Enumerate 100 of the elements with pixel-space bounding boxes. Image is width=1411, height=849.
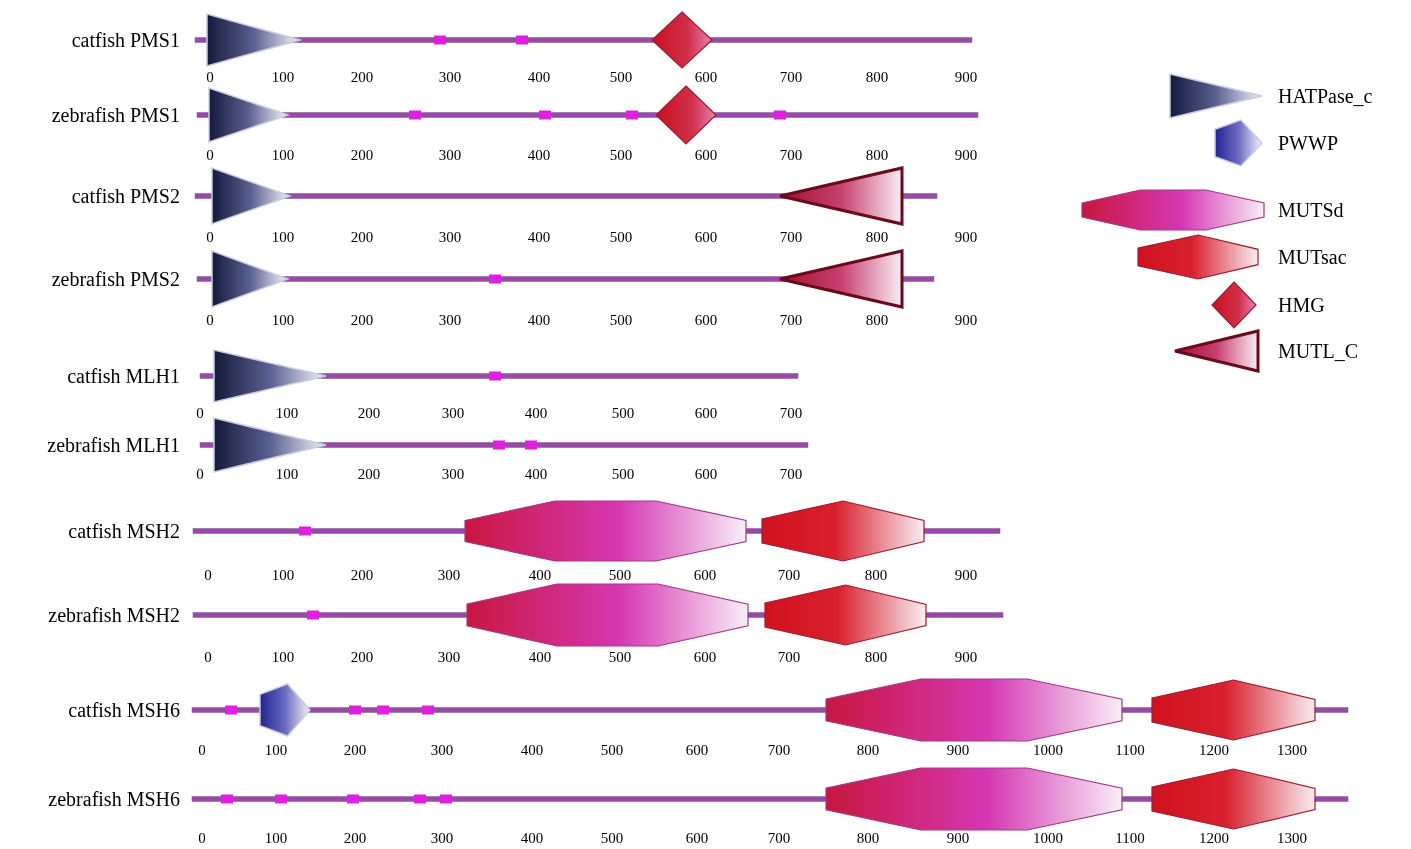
- axis-tick-label: 200: [350, 568, 374, 583]
- axis-tick-label: 600: [694, 148, 718, 163]
- axis-tick-label: 800: [865, 70, 889, 85]
- axis-tick-label: 400: [527, 313, 551, 328]
- axis-tick-label: 0: [198, 831, 206, 846]
- axis-tick-label: 300: [438, 148, 462, 163]
- axis-tick-label: 800: [864, 650, 888, 665]
- axis-tick-label: 0: [196, 467, 204, 482]
- axis-tick-label: 200: [357, 467, 381, 482]
- axis-tick-label: 0: [204, 568, 212, 583]
- protein-label: zebrafish MLH1: [47, 435, 180, 455]
- axis-tick-label: 700: [779, 406, 803, 421]
- axis-tick-label: 800: [864, 568, 888, 583]
- axis-tick-label: 400: [528, 650, 552, 665]
- legend-label: MUTL_C: [1278, 341, 1358, 361]
- axis-tick-label: 0: [206, 70, 214, 85]
- axis-tick-label: 500: [609, 313, 633, 328]
- axis-tick-label: 200: [350, 230, 374, 245]
- axis-tick-label: 600: [694, 467, 718, 482]
- axis-tick-label: 900: [954, 568, 978, 583]
- axis-tick-label: 900: [954, 148, 978, 163]
- protein-label: zebrafish MSH6: [48, 789, 180, 809]
- axis-tick-label: 100: [264, 831, 288, 846]
- axis-tick-label: 700: [779, 148, 803, 163]
- axis-tick-label: 100: [271, 148, 295, 163]
- axis-tick-label: 900: [954, 313, 978, 328]
- axis-tick-label: 1200: [1199, 743, 1229, 758]
- axis-tick-label: 100: [271, 313, 295, 328]
- protein-label: catfish MSH2: [68, 521, 180, 541]
- axis-tick-label: 900: [954, 230, 978, 245]
- axis-tick-label: 100: [271, 568, 295, 583]
- protein-label: catfish MSH6: [68, 700, 180, 720]
- axis-tick-label: 700: [767, 831, 791, 846]
- axis-tick-label: 700: [777, 568, 801, 583]
- axis-tick-label: 800: [865, 148, 889, 163]
- axis-tick-label: 600: [694, 313, 718, 328]
- axis-tick-label: 300: [438, 230, 462, 245]
- axis-tick-label: 700: [777, 650, 801, 665]
- protein-label: catfish PMS2: [71, 186, 180, 206]
- axis-tick-label: 600: [694, 406, 718, 421]
- legend-label: HATPase_c: [1278, 86, 1373, 106]
- axis-tick-label: 100: [271, 230, 295, 245]
- axis-tick-label: 0: [206, 148, 214, 163]
- axis-tick-label: 500: [611, 406, 635, 421]
- axis-tick-label: 1000: [1033, 743, 1063, 758]
- axis-tick-label: 400: [527, 70, 551, 85]
- axis-tick-label: 1300: [1277, 743, 1307, 758]
- axis-tick-label: 300: [430, 831, 454, 846]
- axis-tick-label: 400: [527, 148, 551, 163]
- axis-tick-label: 400: [520, 743, 544, 758]
- axis-tick-label: 400: [527, 230, 551, 245]
- axis-tick-label: 600: [693, 568, 717, 583]
- axis-tick-label: 700: [779, 230, 803, 245]
- axis-tick-label: 100: [271, 650, 295, 665]
- axis-tick-label: 400: [524, 406, 548, 421]
- axis-tick-label: 800: [865, 313, 889, 328]
- axis-tick-label: 100: [264, 743, 288, 758]
- axis-tick-label: 300: [437, 568, 461, 583]
- axis-tick-label: 500: [609, 230, 633, 245]
- axis-tick-label: 1100: [1115, 831, 1145, 846]
- axis-tick-label: 800: [856, 743, 880, 758]
- legend-label: MUTsac: [1278, 247, 1347, 267]
- legend-label: HMG: [1278, 295, 1325, 315]
- axis-tick-label: 400: [528, 568, 552, 583]
- axis-tick-label: 0: [196, 406, 204, 421]
- axis-tick-label: 1300: [1277, 831, 1307, 846]
- axis-tick-label: 800: [865, 230, 889, 245]
- axis-tick-label: 200: [350, 650, 374, 665]
- axis-tick-label: 500: [608, 650, 632, 665]
- axis-tick-label: 900: [954, 70, 978, 85]
- axis-tick-label: 300: [430, 743, 454, 758]
- axis-tick-label: 300: [438, 313, 462, 328]
- axis-tick-label: 500: [600, 743, 624, 758]
- axis-tick-label: 700: [779, 70, 803, 85]
- axis-tick-label: 200: [343, 743, 367, 758]
- axis-tick-label: 1100: [1115, 743, 1145, 758]
- axis-tick-label: 700: [767, 743, 791, 758]
- axis-tick-label: 500: [609, 70, 633, 85]
- axis-tick-label: 500: [600, 831, 624, 846]
- axis-tick-label: 0: [198, 743, 206, 758]
- axis-tick-label: 600: [693, 650, 717, 665]
- axis-tick-label: 0: [206, 230, 214, 245]
- axis-tick-label: 0: [206, 313, 214, 328]
- protein-label: catfish MLH1: [67, 366, 180, 386]
- axis-tick-label: 700: [779, 313, 803, 328]
- protein-label: zebrafish PMS1: [51, 105, 180, 125]
- axis-tick-label: 300: [441, 467, 465, 482]
- axis-tick-label: 1200: [1199, 831, 1229, 846]
- axis-tick-label: 600: [685, 831, 709, 846]
- axis-tick-label: 900: [954, 650, 978, 665]
- protein-label: zebrafish PMS2: [51, 269, 180, 289]
- axis-tick-label: 100: [275, 467, 299, 482]
- axis-tick-label: 1000: [1033, 831, 1063, 846]
- axis-tick-label: 600: [694, 70, 718, 85]
- axis-tick-label: 800: [856, 831, 880, 846]
- axis-tick-label: 100: [275, 406, 299, 421]
- protein-label: zebrafish MSH2: [48, 605, 180, 625]
- axis-tick-label: 0: [204, 650, 212, 665]
- axis-tick-label: 100: [271, 70, 295, 85]
- axis-tick-label: 300: [441, 406, 465, 421]
